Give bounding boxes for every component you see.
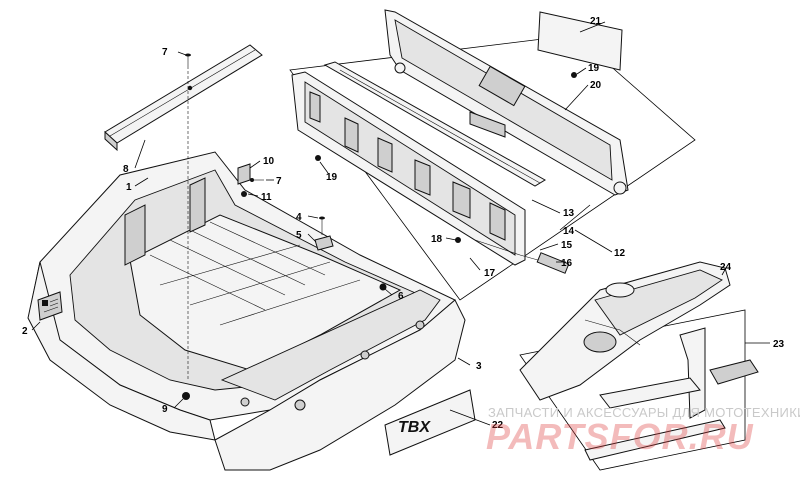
callout-5: 5 — [296, 230, 302, 241]
callout-10: 10 — [263, 156, 275, 167]
washer-9 — [182, 392, 190, 400]
callout-19-right: 19 — [588, 63, 600, 74]
clip-18 — [455, 237, 461, 243]
cargo-box-tub — [27, 151, 466, 471]
callout-7-top: 7 — [162, 47, 168, 58]
callout-23: 23 — [773, 339, 785, 350]
callout-2: 2 — [22, 326, 28, 337]
pivot-pin — [536, 252, 570, 274]
bolt-7-side — [250, 178, 264, 182]
mounting-strip — [104, 44, 263, 152]
storage-group-frame — [519, 309, 746, 471]
warning-decal — [37, 291, 63, 321]
callout-19-left: 19 — [326, 172, 338, 183]
tailgate-decal — [537, 11, 623, 71]
callout-17: 17 — [484, 268, 496, 279]
storage-box — [519, 261, 731, 401]
callout-6: 6 — [398, 291, 404, 302]
tailgate-group-frame — [289, 34, 696, 301]
callout-15: 15 — [561, 240, 573, 251]
callout-13: 13 — [563, 208, 575, 219]
leader-lines — [31, 21, 770, 426]
callout-4: 4 — [296, 212, 302, 223]
washer-5 — [314, 235, 334, 251]
latch-cable — [474, 239, 546, 263]
callout-20: 20 — [590, 80, 602, 91]
callout-22: 22 — [492, 420, 504, 431]
watermark-logo: PARTSFOR.RU — [486, 416, 754, 457]
callout-9: 9 — [162, 404, 168, 415]
storage-bracket — [584, 327, 759, 461]
callout-12: 12 — [614, 248, 626, 259]
callout-21: 21 — [590, 16, 602, 27]
tailgate-inner-panel — [291, 71, 526, 266]
callout-1: 1 — [126, 182, 132, 193]
tailgate-outer-panel — [384, 9, 629, 196]
bracket-10 — [237, 163, 251, 185]
tailgate-rod — [323, 61, 546, 187]
rivet-19-left — [315, 155, 321, 161]
callout-8: 8 — [123, 164, 129, 175]
callout-18: 18 — [431, 234, 443, 245]
rivet-19-right — [571, 72, 577, 78]
callout-14: 14 — [563, 226, 575, 237]
bolt-7-top — [185, 53, 191, 66]
side-decal: TBX — [384, 389, 476, 456]
callout-24: 24 — [720, 262, 732, 273]
watermark-caption: ЗАПЧАСТИ И АКСЕССУАРЫ ДЛЯ МОТОТЕХНИКИ — [488, 405, 800, 420]
bolt-4 — [319, 216, 325, 235]
nut-6 — [379, 283, 387, 291]
nut-11 — [241, 191, 247, 197]
callout-16: 16 — [561, 258, 573, 269]
callout-3: 3 — [476, 361, 482, 372]
decal-text: TBX — [398, 419, 431, 436]
callout-11: 11 — [261, 192, 272, 203]
callout-7-side: 7 — [276, 176, 282, 187]
